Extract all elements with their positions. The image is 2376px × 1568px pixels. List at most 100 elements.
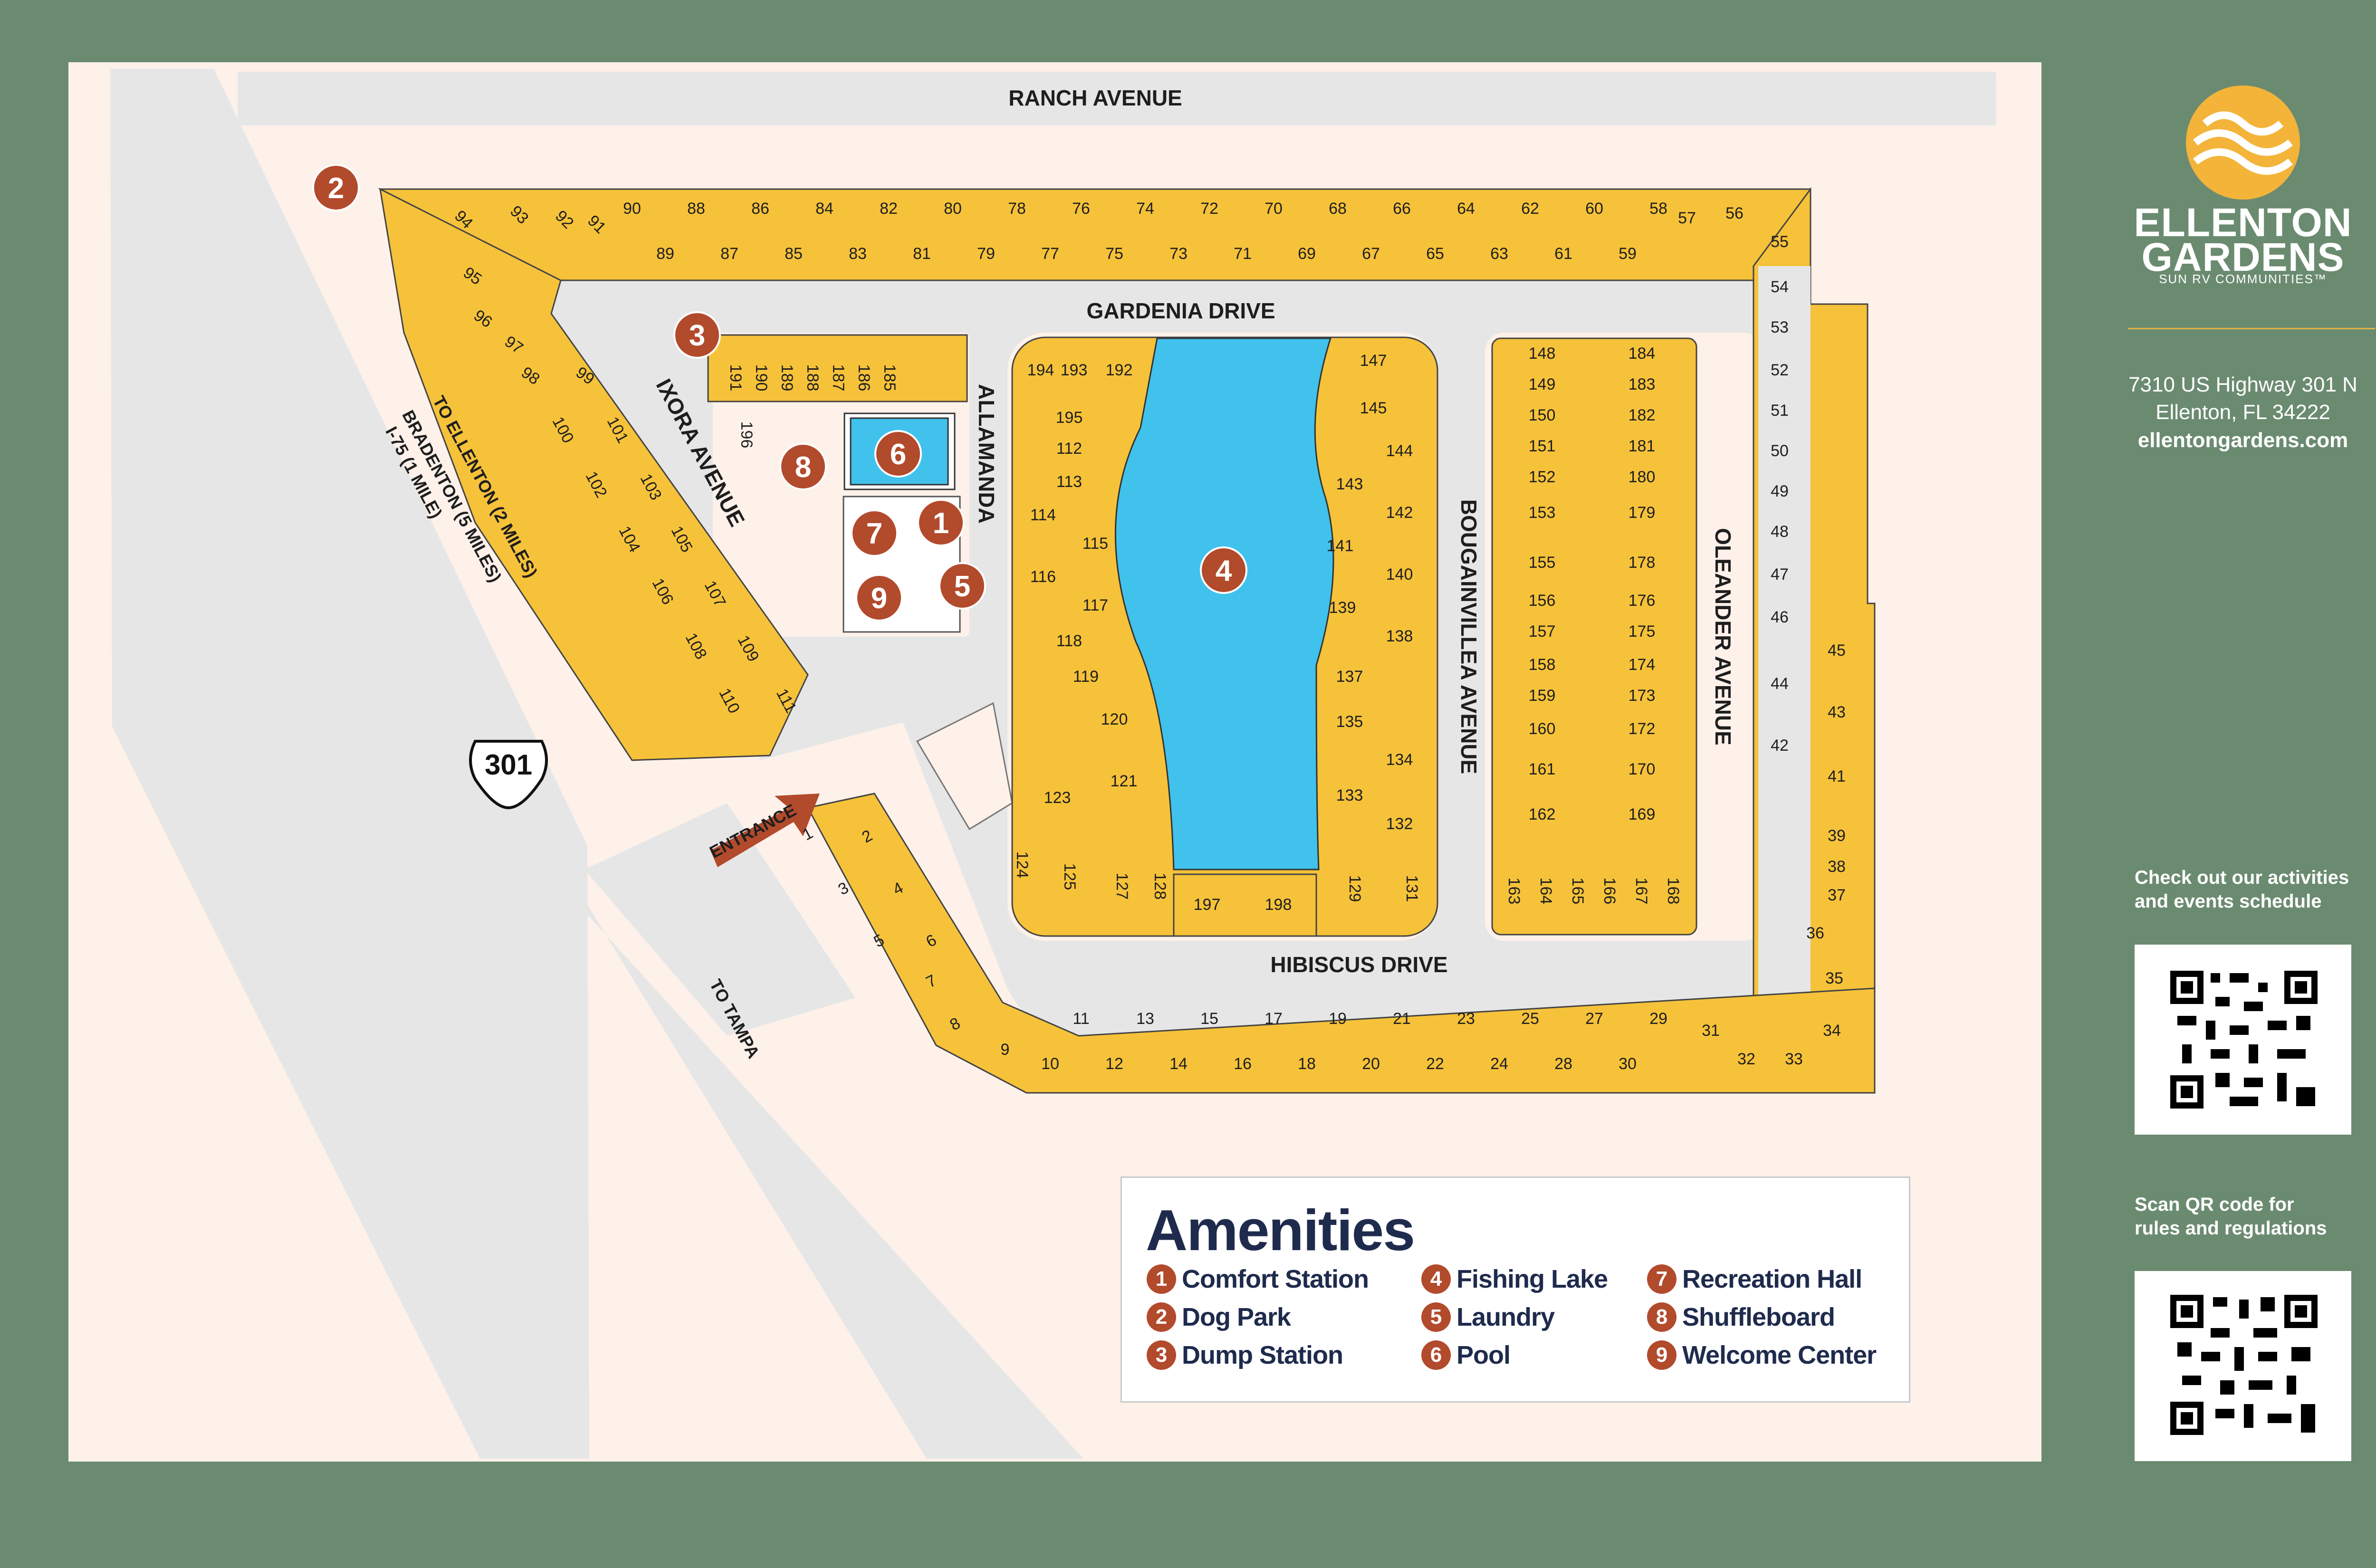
lot-number: 138 [1386, 627, 1413, 645]
legend-item-shuffleboard: 8 Shuffleboard [1647, 1300, 1835, 1334]
lot-number: 164 [1537, 878, 1555, 905]
lot-number: 128 [1151, 873, 1169, 900]
lot-number: 195 [1056, 409, 1083, 427]
lot-number: 175 [1629, 622, 1656, 641]
lot-number: 75 [1105, 245, 1123, 263]
lot-number: 191 [727, 364, 745, 392]
lot-number: 20 [1362, 1055, 1380, 1073]
lot-number: 144 [1386, 442, 1413, 460]
amenity-marker: 1 [1147, 1264, 1176, 1294]
lot-number: 17 [1265, 1010, 1283, 1028]
amenity-marker[interactable] [1200, 546, 1247, 594]
lot-number: 25 [1521, 1010, 1539, 1028]
lot-number: 149 [1529, 375, 1556, 393]
amenity-marker[interactable] [673, 311, 721, 359]
street-label-ranch: RANCH AVENUE [1008, 86, 1182, 110]
street-label-oleander: OLEANDER AVENUE [1711, 528, 1735, 745]
lot-number: 13 [1136, 1010, 1154, 1028]
lot-number: 169 [1629, 805, 1656, 823]
lot-number: 188 [804, 364, 822, 392]
lot-number: 186 [855, 364, 873, 392]
lot-number: 166 [1600, 878, 1619, 905]
lot-number: 49 [1771, 482, 1789, 500]
lot-number: 160 [1529, 720, 1556, 738]
lot-number: 33 [1785, 1050, 1803, 1068]
amenity-marker[interactable] [851, 509, 898, 557]
lot-number: 182 [1629, 406, 1656, 424]
lot-number: 55 [1771, 233, 1789, 251]
lot-number: 31 [1702, 1022, 1720, 1040]
lot-number: 159 [1529, 687, 1556, 705]
lot-number: 185 [881, 364, 899, 392]
legend-title: Amenities [1146, 1198, 1415, 1262]
lot-number: 52 [1771, 361, 1789, 379]
lot-number: 165 [1569, 878, 1587, 905]
lot-number: 70 [1265, 200, 1283, 218]
lot-number: 81 [913, 245, 931, 263]
fishing-lake [1114, 337, 1334, 870]
lot-number: 21 [1393, 1010, 1411, 1028]
lot-number: 77 [1041, 245, 1059, 263]
lot-number: 50 [1771, 442, 1789, 460]
lot-number: 11 [1073, 1010, 1089, 1028]
lot-number: 155 [1529, 554, 1556, 572]
lot-number: 187 [829, 364, 847, 392]
lot-number: 66 [1393, 200, 1411, 218]
highway-shield-number: 301 [485, 749, 532, 781]
legend-item-pool: 6 Pool [1421, 1339, 1511, 1372]
legend-label: Laundry [1456, 1303, 1555, 1331]
amenity-marker: 6 [1421, 1340, 1451, 1370]
lot-number: 176 [1629, 592, 1656, 610]
qr-code-icon[interactable] [2135, 945, 2351, 1135]
lot-number: 37 [1828, 886, 1846, 904]
lot-number: 119 [1073, 668, 1099, 686]
qr-code-icon[interactable] [2135, 1271, 2351, 1461]
lot-number: 65 [1426, 245, 1444, 263]
amenity-marker: 5 [1421, 1302, 1451, 1332]
amenity-marker[interactable] [779, 443, 827, 490]
legend-label: Shuffleboard [1682, 1303, 1835, 1331]
lots-ixora-block [379, 188, 809, 761]
lot-number: 45 [1828, 641, 1846, 660]
amenity-marker: 8 [1647, 1302, 1677, 1332]
legend-label: Recreation Hall [1682, 1265, 1862, 1293]
activities-qr-code [2168, 968, 2320, 1111]
lot-number: 73 [1169, 245, 1188, 263]
lot-number: 62 [1521, 200, 1539, 218]
lot-number: 140 [1386, 565, 1413, 583]
lot-number: 115 [1083, 535, 1108, 553]
lot-number: 30 [1619, 1055, 1637, 1073]
lot-number: 112 [1056, 440, 1082, 458]
lot-number: 135 [1336, 713, 1363, 731]
amenity-marker: 4 [1421, 1264, 1451, 1294]
highway-301-road [110, 69, 589, 1459]
amenity-marker[interactable] [855, 574, 903, 621]
lot-number: 51 [1771, 402, 1789, 420]
amenity-marker[interactable] [312, 164, 360, 211]
amenity-marker[interactable] [917, 499, 965, 546]
lot-number: 80 [944, 200, 962, 218]
lot-number: 179 [1629, 504, 1656, 522]
amenity-marker[interactable] [939, 562, 986, 610]
legend-item-recreation-hall: 7 Recreation Hall [1647, 1262, 1862, 1296]
lot-number: 118 [1056, 632, 1082, 650]
lot-number: 181 [1629, 437, 1656, 455]
website-link[interactable]: ellentongardens.com [2137, 429, 2348, 452]
lot-number: 23 [1457, 1010, 1475, 1028]
amenity-marker-number: 6 [890, 438, 906, 471]
brand-tagline: SUN RV COMMUNITIES™ [2159, 272, 2327, 286]
street-label-gardenia: GARDENIA DRIVE [1087, 298, 1275, 323]
lot-number: 125 [1061, 863, 1079, 890]
lot-number: 163 [1505, 878, 1523, 905]
lot-number: 43 [1828, 703, 1846, 721]
lot-number: 67 [1362, 245, 1380, 263]
amenity-marker[interactable] [874, 430, 922, 478]
amenity-marker: 3 [1147, 1340, 1176, 1370]
lot-number: 162 [1529, 805, 1556, 823]
activities-heading-1: Check out our activities [2135, 867, 2349, 888]
lot-number: 22 [1426, 1055, 1444, 1073]
lot-number: 127 [1113, 873, 1131, 900]
lot-number: 71 [1234, 245, 1252, 263]
lot-number: 28 [1554, 1055, 1572, 1073]
lot-number: 88 [687, 200, 705, 218]
